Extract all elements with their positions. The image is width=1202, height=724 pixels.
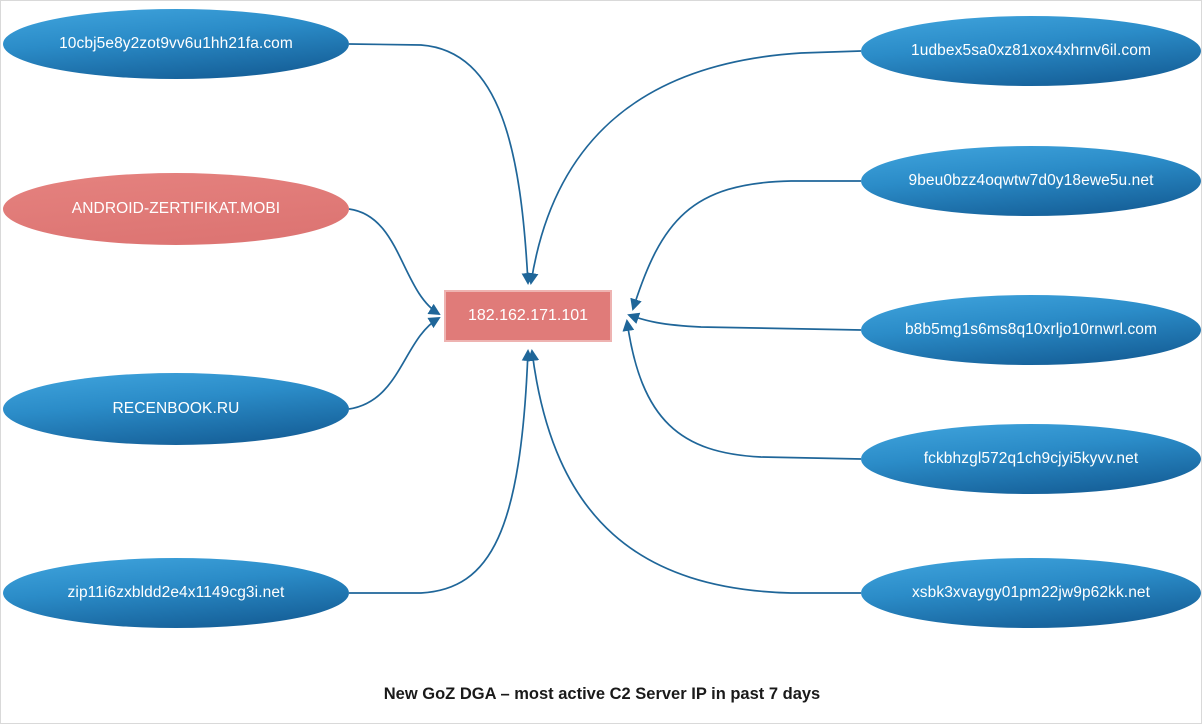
- node-ellipse-fckbhzgl572q1ch9cjyi5kyvv-net[interactable]: [861, 424, 1201, 494]
- node-ellipse-recenbook-ru[interactable]: [3, 373, 349, 445]
- node-layer: [3, 9, 1201, 628]
- edge-xsbk3xvaygy-to-center: [527, 349, 861, 594]
- node-ellipse-android-zertifikat-mobi[interactable]: [3, 173, 349, 245]
- edge-recenbook-to-center: [348, 316, 441, 410]
- edge-9beu0bzz-to-center: [630, 180, 861, 311]
- diagram-title: New GoZ DGA – most active C2 Server IP i…: [383, 685, 821, 703]
- edge-b8b5mg1s-to-center: [627, 312, 862, 331]
- node-ellipse-b8b5mg1s6ms8q10xrljo10rnwrl-com[interactable]: [861, 295, 1201, 365]
- edge-layer: [348, 43, 862, 594]
- node-ellipse-zip11i6zxbldd2e4x1149cg3i-net[interactable]: [3, 558, 349, 628]
- node-ellipse-10cbj5e8y2zot9vv6u1hh21fa-com[interactable]: [3, 9, 349, 79]
- edge-10cbj-to-center: [348, 43, 534, 285]
- node-rect-center-ip[interactable]: [444, 290, 612, 342]
- edge-android-zertifikat-to-center: [348, 208, 441, 316]
- node-ellipse-9beu0bzz4oqwtw7d0y18ewe5u-net[interactable]: [861, 146, 1201, 216]
- edge-1udbex-to-center: [526, 50, 862, 285]
- edge-zip11i6z-to-center: [349, 349, 534, 594]
- edge-fckbhzgl-to-center: [622, 319, 862, 460]
- node-ellipse-xsbk3xvaygy01pm22jw9p62kk-net[interactable]: [861, 558, 1201, 628]
- node-ellipse-1udbex5sa0xz81xox4xhrnv6il-com[interactable]: [861, 16, 1201, 86]
